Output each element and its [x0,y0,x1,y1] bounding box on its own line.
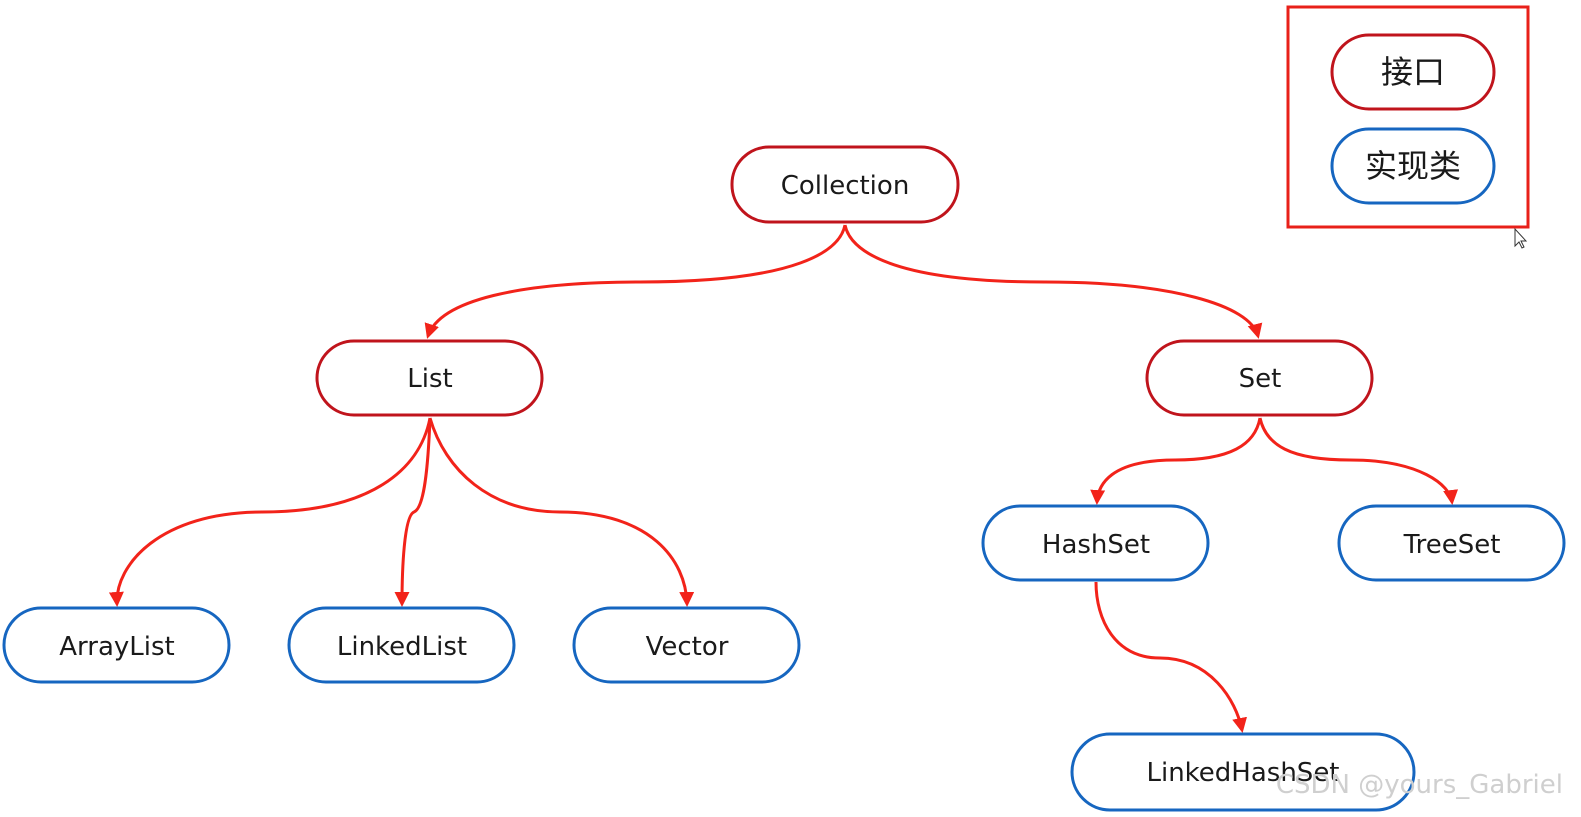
node-linkedhashset[interactable]: LinkedHashSet [1070,732,1416,812]
edge-set-treeset [1258,417,1459,505]
node-treeset[interactable]: TreeSet [1337,504,1566,582]
node-label-vector: Vector [646,632,729,662]
legend-interface-label: 接口 [1381,53,1445,91]
edges [108,224,1459,733]
edge-hashset-linkedhashset [1094,581,1247,733]
legend-frame [1286,5,1530,229]
node-vector[interactable]: Vector [572,606,801,684]
node-label-hashset: HashSet [1042,530,1150,560]
node-arraylist[interactable]: ArrayList [2,606,231,684]
edge-list-arraylist [108,417,432,607]
node-set[interactable]: Set [1145,339,1374,417]
node-hashset[interactable]: HashSet [981,504,1210,582]
edge-collection-set [843,224,1263,339]
node-label-treeset: TreeSet [1403,530,1501,560]
node-label-collection: Collection [781,171,910,201]
legend-interface-item: 接口 [1330,33,1496,111]
node-list[interactable]: List [315,339,544,417]
node-label-arraylist: ArrayList [59,632,174,662]
node-label-set: Set [1239,364,1282,394]
watermark-text: CSDN @yours_Gabriel [1276,770,1563,800]
legend-implementation-item: 实现类 [1330,127,1496,205]
legend: 接口 实现类 [1286,5,1530,229]
node-label-linkedhashset: LinkedHashSet [1146,758,1339,788]
node-label-list: List [407,364,452,394]
edge-set-hashset [1090,417,1262,505]
edge-list-vector [428,417,695,607]
node-linkedlist[interactable]: LinkedList [287,606,516,684]
edge-list-linkedlist [394,417,432,607]
mouse-pointer-icon [1514,227,1528,249]
node-collection[interactable]: Collection [730,145,960,224]
edge-collection-list [424,224,847,339]
node-label-linkedlist: LinkedList [337,632,467,662]
legend-implementation-label: 实现类 [1365,147,1461,185]
